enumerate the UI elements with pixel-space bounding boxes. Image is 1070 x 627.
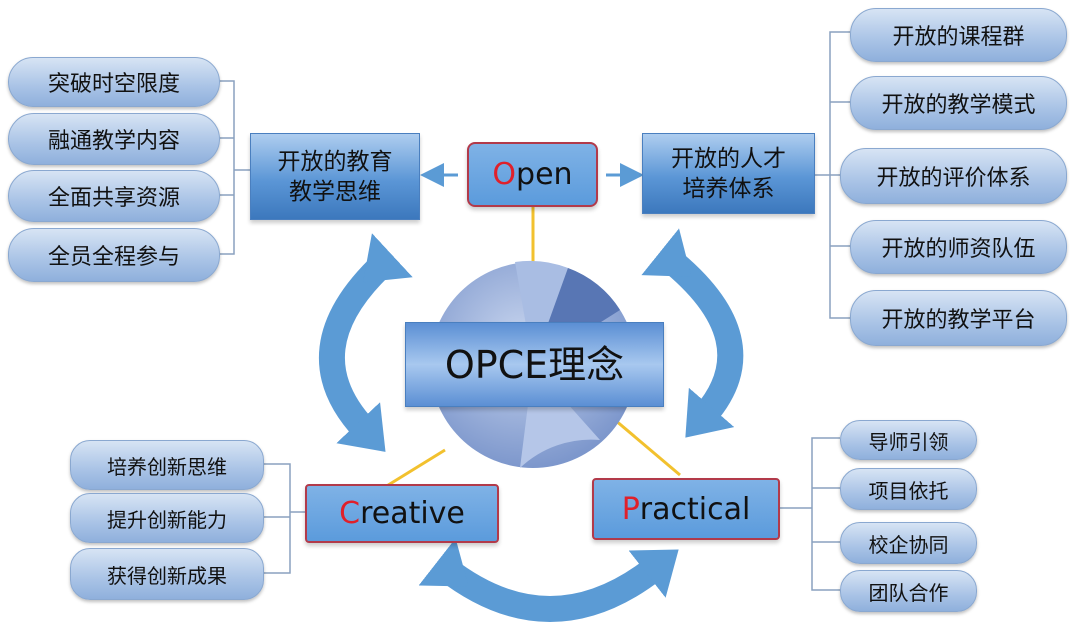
open-right-box-line2: 培养体系 xyxy=(682,175,775,202)
practical-item: 校企协同 xyxy=(840,522,977,564)
practical-initial: P xyxy=(621,491,640,527)
creative-item: 提升创新能力 xyxy=(70,493,264,543)
open-right-item: 开放的评价体系 xyxy=(840,148,1067,204)
creative-initial: C xyxy=(339,496,361,531)
open-right-box: 开放的人才培养体系 xyxy=(642,133,815,214)
bracket-lines xyxy=(218,31,850,591)
practical-rest: ractical xyxy=(639,491,751,527)
open-left-box-line1: 开放的教育 xyxy=(277,148,393,175)
open-left-item: 融通教学内容 xyxy=(8,113,220,165)
open-left-box-line2: 教学思维 xyxy=(289,178,381,205)
open-left-item: 全员全程参与 xyxy=(8,228,220,282)
creative-item: 培养创新思维 xyxy=(70,440,264,490)
open-left-box: 开放的教育教学思维 xyxy=(250,133,420,220)
open-initial: O xyxy=(492,157,517,192)
practical-item: 导师引领 xyxy=(840,420,977,460)
open-left-item: 突破时空限度 xyxy=(8,57,220,107)
open-right-item: 开放的教学平台 xyxy=(850,290,1067,346)
creative-rest: reative xyxy=(360,496,465,531)
open-right-box-line1: 开放的人才 xyxy=(671,145,786,172)
practical-item: 项目依托 xyxy=(840,468,977,510)
open-right-item: 开放的课程群 xyxy=(850,8,1067,62)
open-rest: pen xyxy=(516,157,573,192)
open-right-item: 开放的师资队伍 xyxy=(850,220,1067,274)
practical-item: 团队合作 xyxy=(840,570,977,612)
cycle-arrows xyxy=(319,228,744,622)
center-title: OPCE理念 xyxy=(444,342,625,387)
creative-item: 获得创新成果 xyxy=(70,548,264,600)
center-title-box: OPCE理念 xyxy=(405,322,664,407)
open-left-item: 全面共享资源 xyxy=(8,170,220,222)
yellow-connectors xyxy=(384,205,681,489)
open-right-item: 开放的教学模式 xyxy=(850,76,1067,130)
